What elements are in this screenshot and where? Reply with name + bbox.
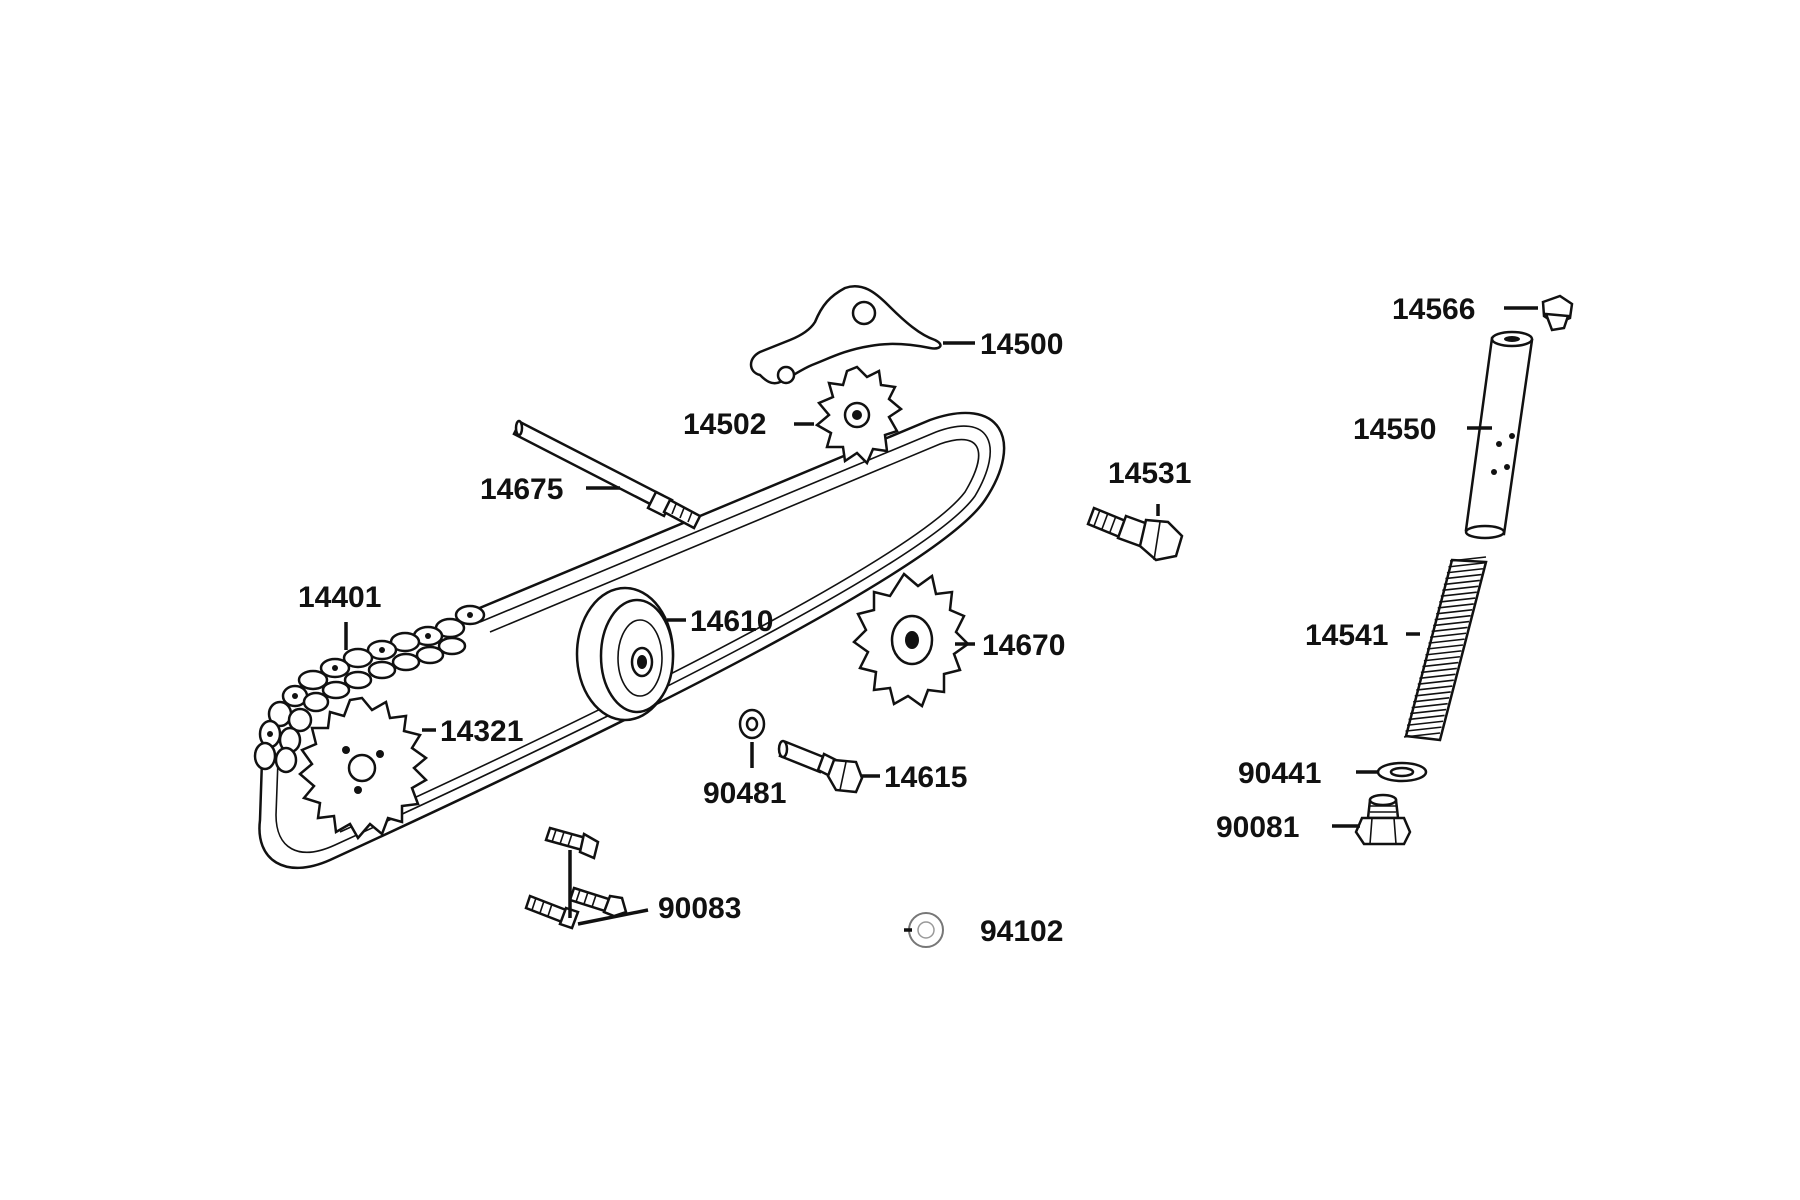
part-label-14321: 14321 xyxy=(440,715,523,748)
snap-ring-icon xyxy=(908,912,944,948)
part-label-14401: 14401 xyxy=(298,581,381,614)
bolts-icon xyxy=(524,826,649,930)
part-label-90081: 90081 xyxy=(1216,811,1299,844)
long-pin-icon xyxy=(512,419,702,530)
small-sprocket-icon xyxy=(814,365,904,466)
roller-icon xyxy=(575,586,675,722)
part-label-14502: 14502 xyxy=(683,408,766,441)
part-label-14675: 14675 xyxy=(480,473,563,506)
washer-icon xyxy=(738,708,766,740)
chain-guide-bracket-icon xyxy=(749,285,942,385)
cap-nut-icon xyxy=(1541,294,1574,332)
tensioner-tube-icon xyxy=(1464,330,1534,540)
part-label-90083: 90083 xyxy=(658,892,741,925)
part-label-14550: 14550 xyxy=(1353,413,1436,446)
spring-icon xyxy=(1403,556,1488,742)
part-label-14531: 14531 xyxy=(1108,457,1191,490)
part-label-14610: 14610 xyxy=(690,605,773,638)
shoulder-bolt-icon xyxy=(1086,506,1184,562)
part-labels: 14500 14502 14566 14550 14675 14531 1440… xyxy=(298,293,1475,948)
part-label-14566: 14566 xyxy=(1392,293,1475,326)
part-label-14500: 14500 xyxy=(980,328,1063,361)
bolt-icon xyxy=(777,739,864,794)
plug-bolt-icon xyxy=(1354,793,1412,846)
part-label-14670: 14670 xyxy=(982,629,1065,662)
gasket-icon xyxy=(1376,761,1428,783)
crank-sprocket-icon xyxy=(298,696,429,841)
part-label-90481: 90481 xyxy=(703,777,786,810)
part-label-90441: 90441 xyxy=(1238,757,1321,790)
part-label-94102: 94102 xyxy=(980,915,1063,948)
leader-lines xyxy=(344,306,1538,932)
part-label-14615: 14615 xyxy=(884,761,967,794)
tensioner-sprocket-icon xyxy=(852,572,970,708)
drive-chain-icon xyxy=(253,411,1006,870)
part-label-14541: 14541 xyxy=(1305,619,1388,652)
